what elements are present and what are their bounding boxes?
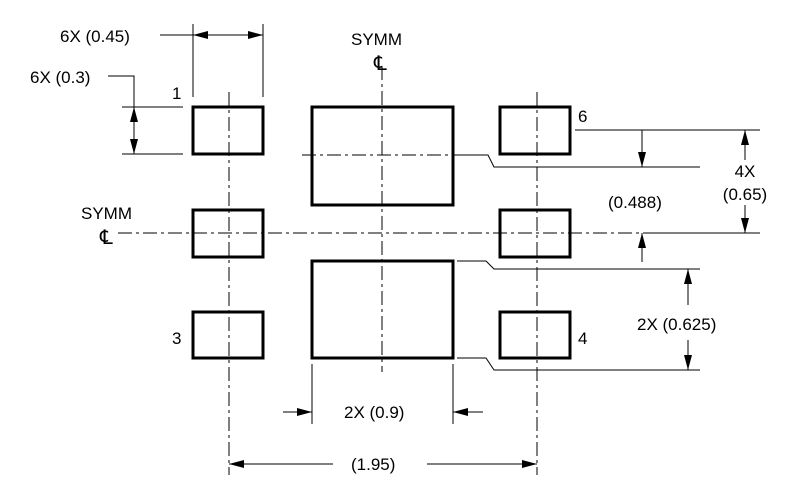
offset-dimension-label: (0.488) xyxy=(608,193,662,212)
pin-3-label: 3 xyxy=(172,329,181,348)
symm-left-label: SYMM xyxy=(81,204,132,223)
thermal-height-label: 2X (0.625) xyxy=(637,315,716,334)
dimension-lines xyxy=(108,31,749,468)
pin-1-label: 1 xyxy=(172,84,181,103)
extension-lines xyxy=(122,24,760,424)
pitch-dimension-label-line2: (0.65) xyxy=(723,185,767,204)
text-labels: 6X (0.45) 6X (0.3) SYMM ℄ SYMM ℄ 1 3 4 6… xyxy=(30,27,767,476)
pads xyxy=(191,105,572,360)
pin-6-label: 6 xyxy=(578,107,587,126)
pad-5 xyxy=(498,208,572,259)
pad-6 xyxy=(498,105,572,156)
center-lines xyxy=(118,66,760,475)
pad-4 xyxy=(498,310,572,360)
pitch-dimension-label-line1: 4X xyxy=(735,162,756,181)
row-spacing-label: (1.95) xyxy=(351,455,395,474)
pad-height-label: 6X (0.3) xyxy=(30,68,90,87)
centerline-symbol-left: ℄ xyxy=(99,225,113,249)
centerline-symbol-top: ℄ xyxy=(373,51,387,75)
pad-width-label: 6X (0.45) xyxy=(60,27,130,46)
pad-1 xyxy=(191,105,265,156)
pin-4-label: 4 xyxy=(578,329,587,348)
thermal-width-label: 2X (0.9) xyxy=(344,403,404,422)
symm-top-label: SYMM xyxy=(351,30,402,49)
thermal-pad-top xyxy=(310,105,455,207)
pad-3 xyxy=(191,310,265,360)
thermal-pad-bottom xyxy=(310,259,455,360)
pad-2 xyxy=(191,208,265,259)
